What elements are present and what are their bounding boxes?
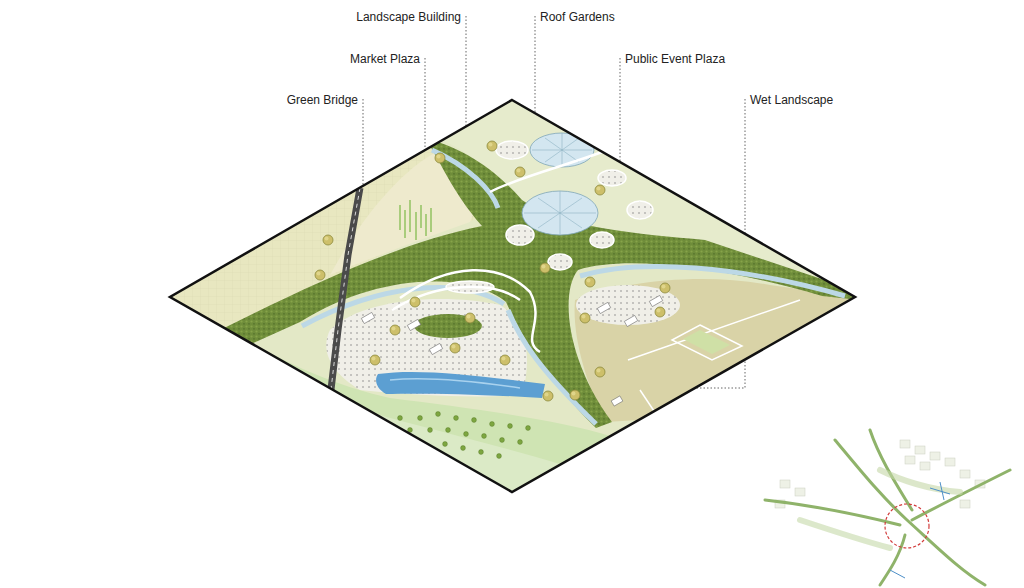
callout-label: Market Plaza <box>350 52 420 66</box>
callout-label: Landscape Building <box>356 10 461 24</box>
callout-label: Wet Landscape <box>750 93 833 107</box>
site-border <box>170 100 855 492</box>
site-plan <box>170 100 860 492</box>
callout-label: Public Event Plaza <box>625 52 725 66</box>
callout-label: Roof Gardens <box>540 10 615 24</box>
location-minimap <box>765 430 1010 585</box>
callout-label: Green Bridge <box>287 93 358 107</box>
